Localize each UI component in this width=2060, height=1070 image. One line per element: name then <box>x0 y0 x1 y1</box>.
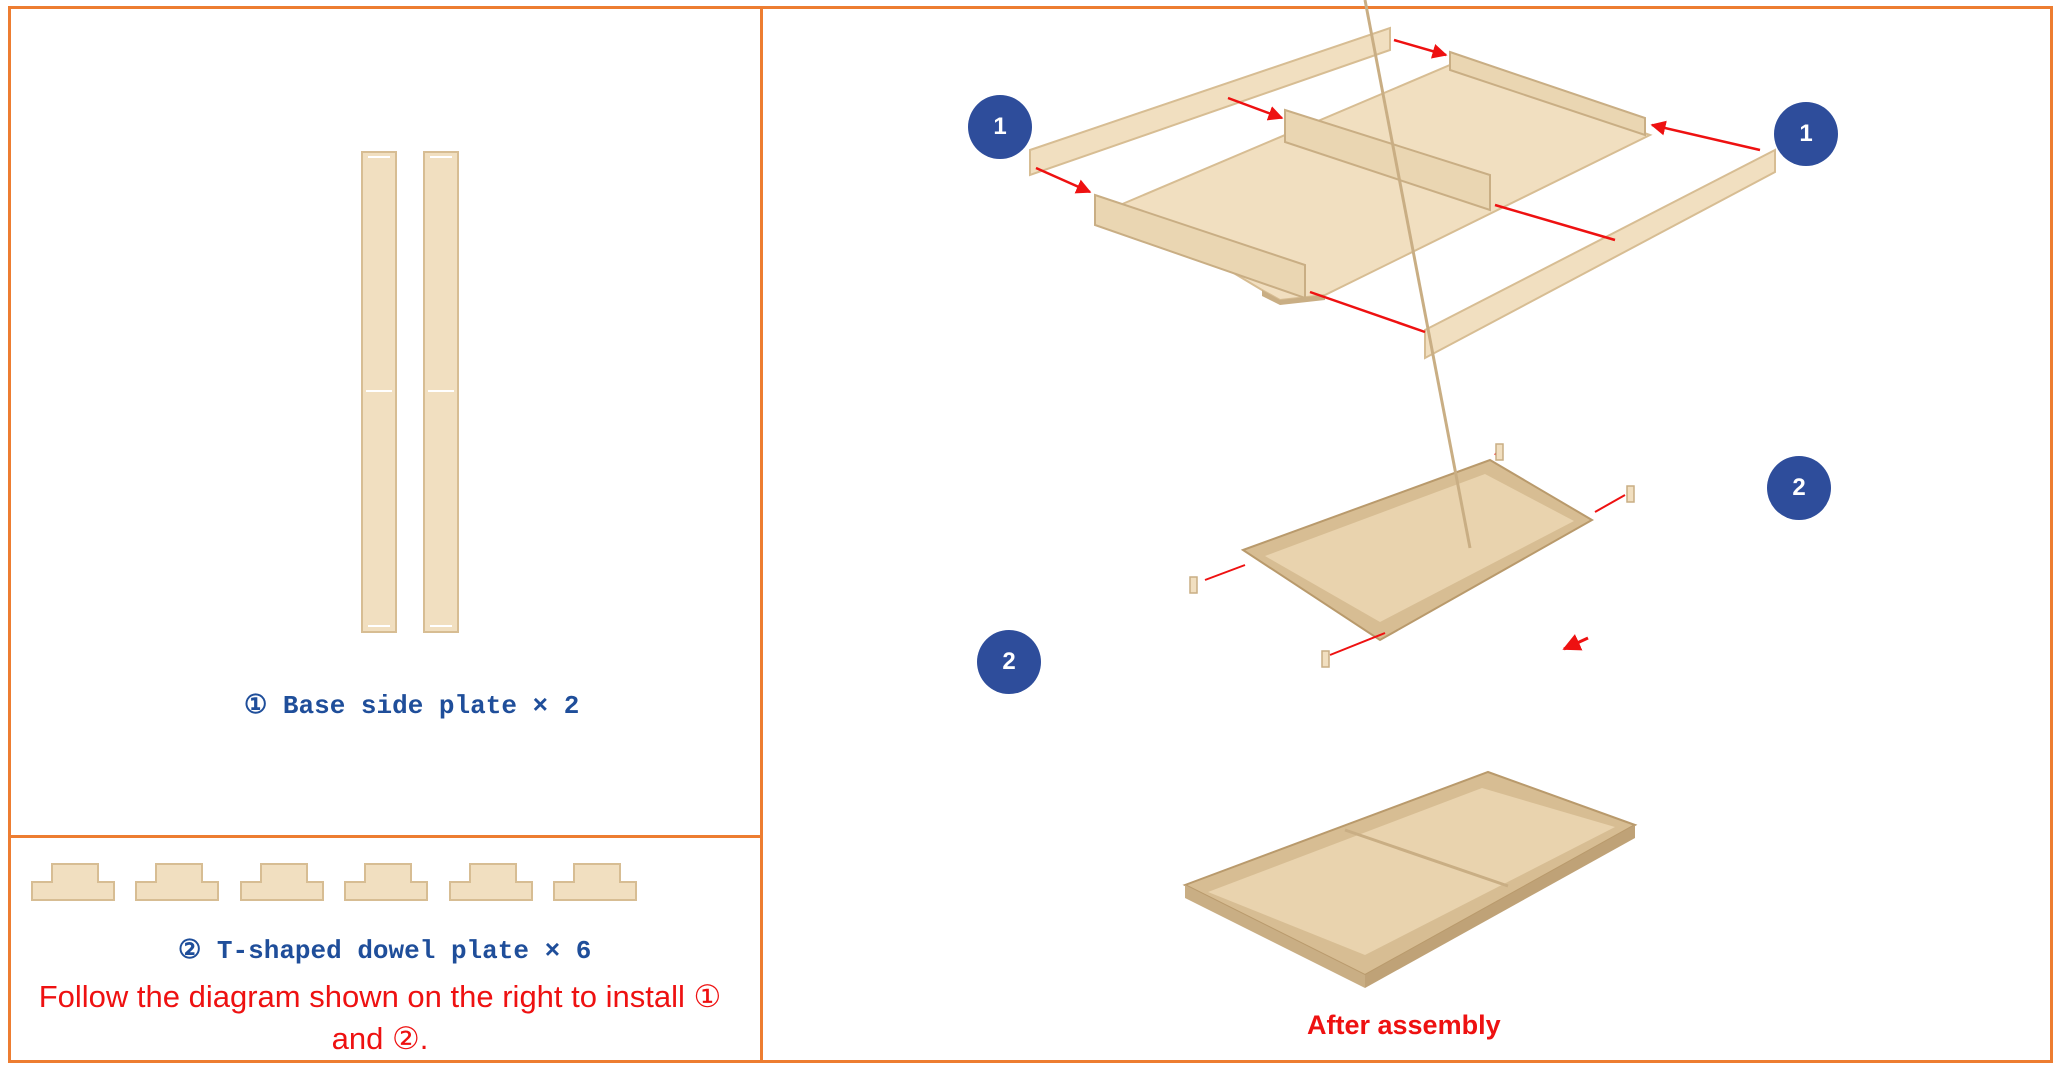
step1-exploded-assembly <box>1029 26 1776 360</box>
assembled-tray <box>1182 770 1638 988</box>
instruction-line-2: and ②. <box>331 1021 429 1056</box>
end-panel-right <box>1449 50 1646 137</box>
t-dowel-plate-4 <box>344 863 428 901</box>
step1-badge-left: 1 <box>968 95 1032 159</box>
t-dowel-plate-2 <box>135 863 219 901</box>
divider-panel <box>1284 108 1491 212</box>
instruction-line-1: Follow the diagram shown on the right to… <box>38 979 722 1014</box>
base-side-plate-label: ① Base side plate × 2 <box>244 691 580 721</box>
t-dowel-plate-3 <box>240 863 324 901</box>
t-dowel-plate-1 <box>31 863 115 901</box>
step2-badge-top: 2 <box>1767 456 1831 520</box>
side-plate-front <box>1424 148 1776 360</box>
base-side-plate-left <box>361 151 397 633</box>
base-side-plate-right <box>423 151 459 633</box>
instruction-text: Follow the diagram shown on the right to… <box>20 976 740 1060</box>
t-dowel-plate-5 <box>449 863 533 901</box>
step2-dowel-insertion <box>1189 0 1635 668</box>
end-panel-left <box>1094 193 1306 300</box>
after-assembly-caption: After assembly <box>1307 1010 1501 1040</box>
step1-badge-right: 1 <box>1774 102 1838 166</box>
side-plate-back <box>1029 26 1391 177</box>
assembly-panel <box>760 6 2053 1063</box>
t-dowel-plate-6 <box>553 863 637 901</box>
dowel-plate-label: ② T-shaped dowel plate × 6 <box>178 936 592 966</box>
step2-badge-bottom: 2 <box>977 630 1041 694</box>
